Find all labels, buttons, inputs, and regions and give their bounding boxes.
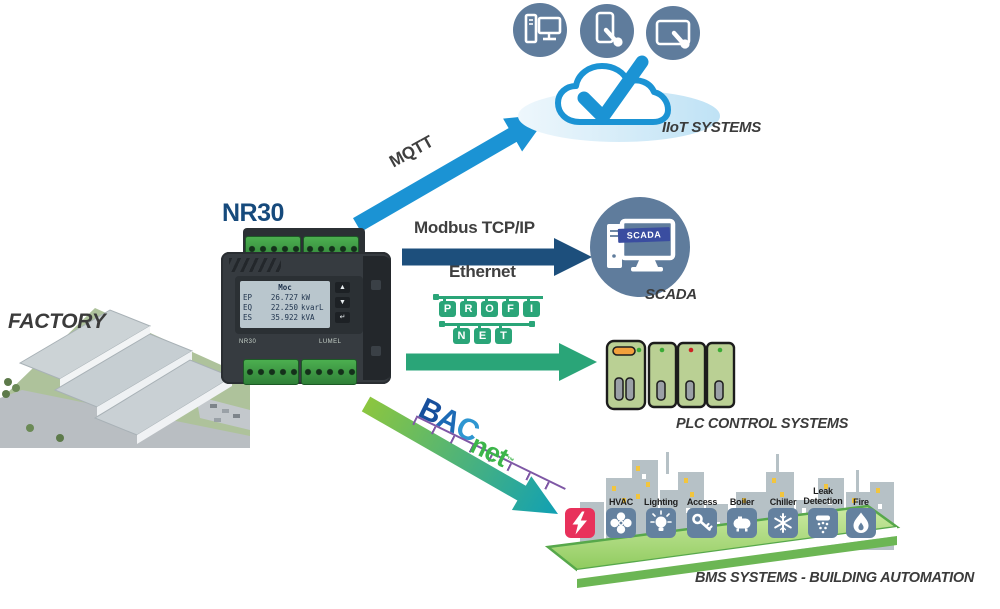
iiot-systems-label: IIoT SYSTEMS <box>662 119 761 136</box>
ethernet-label: Ethernet <box>449 262 516 281</box>
tile-label-access: Access <box>686 497 718 507</box>
tile-label-leak-detection: Leak Detection <box>803 486 843 506</box>
desktop-icon <box>513 3 567 57</box>
factory-label: FACTORY <box>8 310 106 333</box>
mqtt-arrow <box>353 114 549 232</box>
lcd-unit: kW <box>301 293 311 302</box>
profinet-logo: P R O F I N E T <box>433 294 549 345</box>
tile-label-boiler: Boiler <box>729 497 755 507</box>
profinet-row-2: N E T <box>439 321 549 345</box>
down-button: ▼ <box>335 297 350 308</box>
scada-label: SCADA <box>645 286 697 303</box>
vent-grille <box>229 258 281 272</box>
modbus-arrow <box>402 238 592 276</box>
snowflake-icon <box>774 513 792 533</box>
bms-tile-hvac <box>606 508 636 538</box>
bms-platform <box>544 504 901 588</box>
bulb-icon <box>650 510 672 531</box>
leak-detection-icon <box>816 515 830 534</box>
lcd-channel: ES <box>243 313 253 322</box>
lcd-value: 35.922 <box>270 313 298 322</box>
lcd-unit: kVA <box>301 313 315 322</box>
scada-banner: SCADA <box>617 227 671 243</box>
bms-tile-leak-detection <box>808 508 838 538</box>
device-brand-badge: LUMEL <box>319 339 342 345</box>
lcd-display: Moc EP 26.727 kW EQ 22.250 kvarL ES 35.9… <box>240 281 330 328</box>
iiot-device-circles <box>513 3 700 60</box>
bms-tile-boiler <box>727 508 757 538</box>
bms-tile-access <box>687 508 717 538</box>
plc-modules-icon <box>605 339 736 411</box>
rail-slot <box>371 280 381 290</box>
key-icon <box>692 513 713 531</box>
smartphone-touch-icon <box>580 4 634 58</box>
bms-tile-lighting <box>646 508 676 538</box>
lcd-channel: EP <box>243 293 253 302</box>
profinet-arrow <box>406 343 597 381</box>
lcd-channel: EQ <box>243 303 253 312</box>
plc-label: PLC CONTROL SYSTEMS <box>676 416 849 432</box>
lcd-row: ES 35.922 kVA <box>243 313 327 323</box>
modbus-label: Modbus TCP/IP <box>414 218 535 237</box>
tablet-touch-icon <box>646 6 700 60</box>
tile-label-hvac: HVAC <box>608 497 634 507</box>
fire-icon <box>853 512 869 533</box>
terminal-block-bottom-right <box>301 359 357 385</box>
bms-tile-fire <box>846 508 876 538</box>
up-button: ▲ <box>335 282 350 293</box>
lcd-row: EP 26.727 kW <box>243 293 327 303</box>
lcd-value: 26.727 <box>270 293 298 302</box>
boiler-icon <box>733 516 751 532</box>
device-title: NR30 <box>222 199 284 227</box>
lcd-unit: kvarL <box>301 303 324 312</box>
bms-tile-electric <box>565 508 595 538</box>
lcd-value: 22.250 <box>270 303 298 312</box>
factory-illustration <box>0 308 250 448</box>
lcd-header: Moc <box>278 283 292 292</box>
terminal-block-bottom-left <box>243 359 299 385</box>
tile-label-lighting: Lighting <box>644 497 678 507</box>
lightning-icon <box>572 511 587 535</box>
device-model-badge: NR30 <box>239 339 257 345</box>
scada-workstation-icon <box>590 197 690 297</box>
device-side-rail <box>363 256 391 380</box>
lcd-row: EQ 22.250 kvarL <box>243 303 327 313</box>
bacnet-arrow <box>361 396 558 514</box>
enter-button: ↵ <box>335 312 350 323</box>
nr30-device: Moc EP 26.727 kW EQ 22.250 kvarL ES 35.9… <box>213 226 398 398</box>
bms-tile-chiller <box>768 508 798 538</box>
tile-label-fire: Fire <box>853 497 869 507</box>
fan-icon <box>610 512 632 534</box>
tile-label-chiller: Chiller <box>769 497 797 507</box>
profinet-row-1: P R O F I <box>433 294 549 318</box>
iiot-cloud-group <box>518 55 720 142</box>
bms-label: BMS SYSTEMS - BUILDING AUTOMATION <box>695 570 975 586</box>
rail-slot <box>371 346 381 356</box>
